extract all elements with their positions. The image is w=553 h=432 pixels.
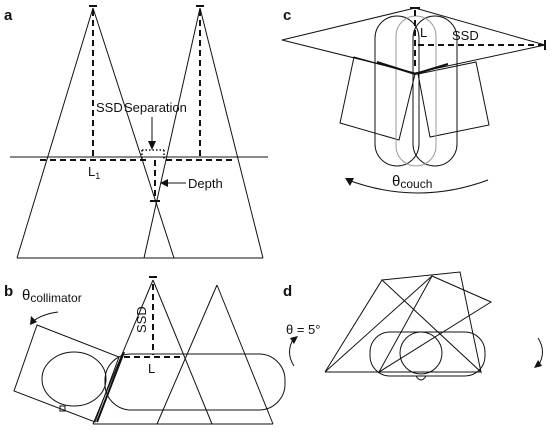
couch-rect-right bbox=[417, 61, 490, 138]
separation-label: Separation bbox=[124, 100, 187, 115]
patient-oval-left bbox=[374, 15, 420, 167]
couch-rotation-arc bbox=[347, 179, 489, 194]
ssd-label-a: SSD bbox=[96, 100, 123, 115]
beam-right bbox=[143, 7, 264, 259]
source-point-d bbox=[415, 375, 427, 381]
panel-c-label: c bbox=[283, 7, 291, 24]
rotation-bracket-right-arrow bbox=[534, 360, 542, 368]
target-circle-d bbox=[399, 331, 443, 375]
patient-oval-right bbox=[412, 15, 458, 167]
couch-subscript: couch bbox=[400, 177, 432, 191]
theta-symbol-b: θ bbox=[22, 287, 30, 304]
beam-triangle-b-left bbox=[324, 275, 433, 373]
beam-left bbox=[16, 7, 175, 259]
l1-label: L1 bbox=[88, 164, 100, 181]
depth-label: Depth bbox=[188, 176, 223, 191]
couch-axis-right bbox=[414, 63, 449, 75]
beam-triangle-a bbox=[380, 271, 482, 374]
panel-d: d θ = 5° bbox=[283, 271, 543, 381]
beam-triangle-b bbox=[377, 275, 493, 374]
ssd-label-b: SSD bbox=[134, 306, 149, 333]
l1-main: L bbox=[88, 164, 95, 179]
collimator-rotation-arrowhead bbox=[30, 316, 37, 325]
ssd-label-c: SSD bbox=[452, 28, 479, 43]
l-label-c: L bbox=[420, 25, 427, 40]
rotated-target-circle bbox=[41, 351, 107, 407]
panel-a: a bbox=[4, 5, 268, 259]
couch-rotation-arrowhead bbox=[345, 178, 354, 186]
collimator-rotation-arc bbox=[31, 311, 59, 323]
theta-couch-label: θcouch bbox=[392, 173, 432, 191]
panel-c: c L SSD θcouch bbox=[281, 7, 546, 194]
panel-b: b θcollimator SSD L bbox=[4, 276, 286, 425]
separation-arrowhead bbox=[148, 141, 156, 150]
theta-symbol-c: θ bbox=[392, 173, 400, 190]
patient-contour-d bbox=[369, 331, 486, 377]
panel-b-label: b bbox=[4, 283, 13, 300]
collimator-subscript: collimator bbox=[30, 291, 81, 305]
beam-center-b bbox=[92, 279, 213, 425]
theta-collimator-label: θcollimator bbox=[22, 287, 82, 305]
panel-d-label: d bbox=[283, 283, 292, 300]
rotated-field-edge bbox=[96, 351, 125, 423]
couch-axis-left bbox=[376, 61, 416, 75]
beam-triangle-a-left bbox=[324, 279, 383, 373]
panel-a-label: a bbox=[4, 7, 13, 24]
theta-5deg-label: θ = 5° bbox=[286, 322, 320, 337]
l1-subscript: 1 bbox=[95, 171, 100, 181]
l-label-b: L bbox=[148, 361, 155, 376]
depth-arrowhead bbox=[160, 179, 168, 187]
patient-oval-center bbox=[395, 15, 437, 167]
rotated-collimator-field bbox=[13, 324, 120, 423]
rotation-bracket-left-arrow bbox=[290, 336, 298, 344]
rotated-field-marker bbox=[59, 405, 66, 412]
patient-contour-b bbox=[104, 353, 286, 411]
